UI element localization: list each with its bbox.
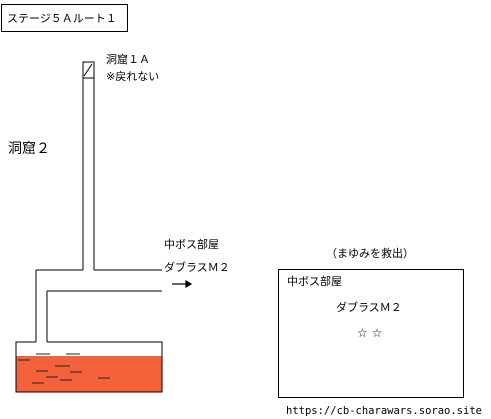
cave-2-label: 洞窟２ bbox=[8, 141, 50, 157]
midboss-name-label: ダブラスＭ２ bbox=[164, 261, 230, 274]
stage-title-box: ステージ５Ａルート１ bbox=[1, 4, 128, 32]
lava-pool bbox=[16, 356, 162, 392]
site-url: https://cb-charawars.sorao.site bbox=[286, 405, 482, 417]
cave-1a-entrance-marker-icon bbox=[83, 63, 93, 77]
rescue-note: （まゆみを救出） bbox=[326, 247, 414, 260]
boss-box-name: ダブラスＭ２ bbox=[336, 301, 402, 314]
corridor-outline bbox=[15, 61, 163, 393]
midboss-room-box: 中ボス部屋 ダブラスＭ２ ☆ ☆ bbox=[278, 269, 464, 398]
boss-box-stars: ☆ ☆ bbox=[357, 326, 383, 340]
no-return-note: ※戻れない bbox=[106, 70, 160, 83]
stage-title: ステージ５Ａルート１ bbox=[7, 12, 117, 25]
midboss-room-label: 中ボス部屋 bbox=[164, 238, 219, 251]
cave-1a-entrance bbox=[82, 61, 95, 79]
boss-box-title: 中ボス部屋 bbox=[287, 275, 342, 288]
cave-1a-label: 洞窟１Ａ bbox=[106, 53, 150, 66]
lava-marks bbox=[18, 353, 110, 384]
right-arrow-icon bbox=[172, 279, 193, 289]
